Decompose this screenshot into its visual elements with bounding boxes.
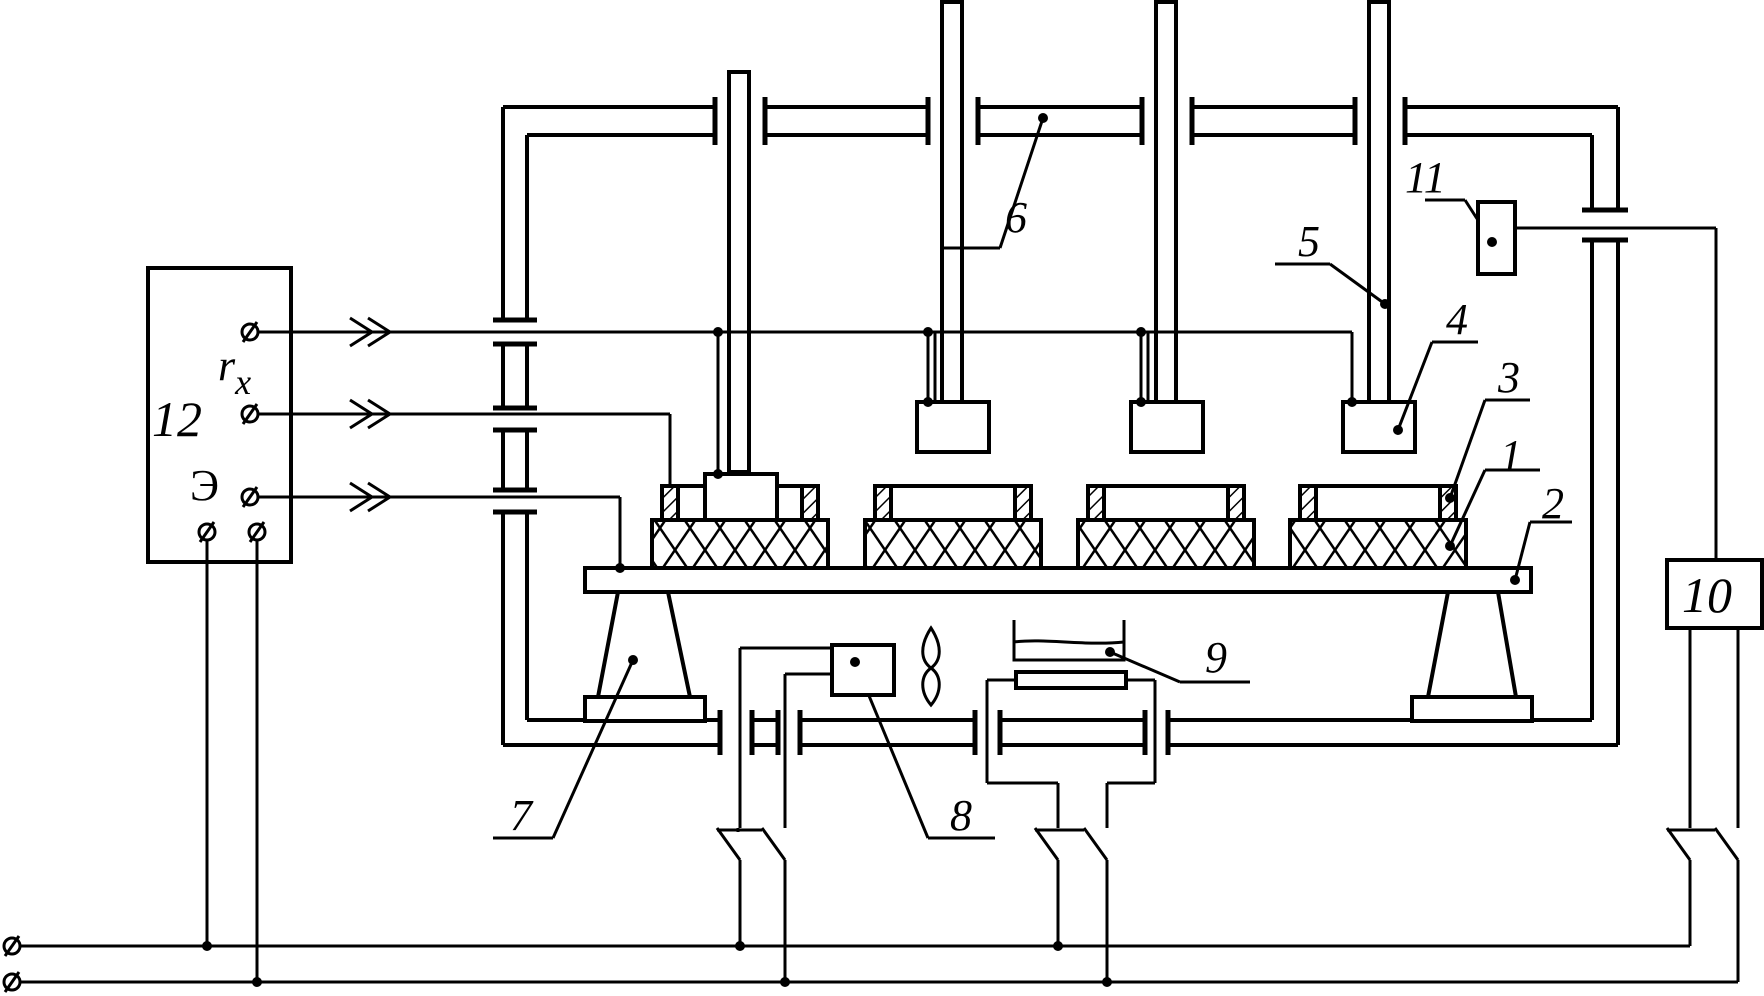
electrodes bbox=[703, 400, 1417, 522]
heater-unit bbox=[1012, 620, 1128, 690]
humidity-sensor bbox=[1476, 200, 1517, 276]
electrode-rods bbox=[727, 0, 1391, 474]
fan-icon bbox=[921, 625, 941, 708]
label-4: 4 bbox=[1446, 295, 1468, 344]
samples bbox=[650, 518, 1468, 570]
table-legs bbox=[583, 590, 1534, 723]
chamber-wall bbox=[501, 105, 1620, 747]
junction-dots bbox=[202, 113, 1520, 987]
label-3: 3 bbox=[1497, 353, 1520, 402]
label-7: 7 bbox=[510, 791, 534, 840]
label-5: 5 bbox=[1298, 217, 1320, 266]
controller-unit bbox=[1665, 558, 1764, 630]
label-1: 1 bbox=[1500, 431, 1522, 480]
wiring bbox=[12, 117, 1740, 984]
label-e: Э bbox=[190, 461, 219, 510]
label-rx: rx bbox=[218, 341, 251, 402]
table-plate bbox=[583, 566, 1533, 594]
label-6: 6 bbox=[1005, 193, 1027, 242]
guard-rings bbox=[660, 484, 1458, 522]
label-10: 10 bbox=[1682, 567, 1732, 623]
label-2: 2 bbox=[1542, 479, 1564, 528]
wall-seals bbox=[493, 97, 1628, 755]
label-11: 11 bbox=[1405, 153, 1446, 202]
label-9: 9 bbox=[1205, 633, 1227, 682]
label-12: 12 bbox=[152, 391, 202, 447]
label-8: 8 bbox=[950, 791, 972, 840]
callout-labels: 1 2 3 4 5 6 7 8 9 10 11 12 rx Э bbox=[152, 153, 1732, 840]
terminals bbox=[2, 321, 267, 993]
fan-motor bbox=[830, 643, 896, 697]
